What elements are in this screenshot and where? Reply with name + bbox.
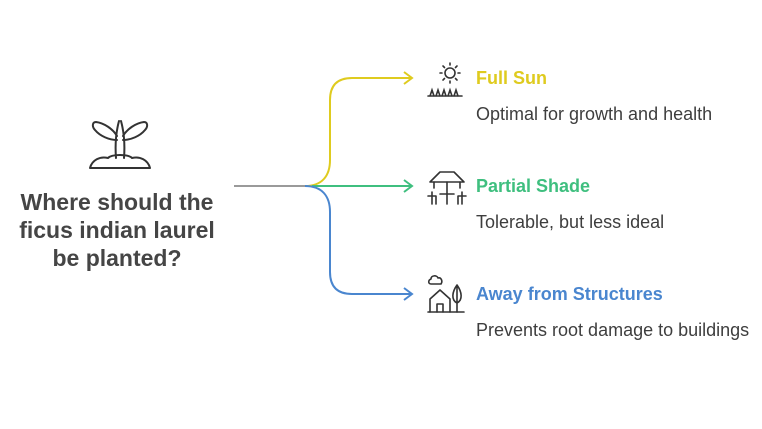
option-description-away-from-structures: Prevents root damage to buildings: [476, 320, 750, 340]
arrowhead-full-sun: [403, 71, 414, 85]
canopy-table-icon: [427, 171, 467, 205]
question-text: Where should the ficus indian laurel be …: [19, 189, 215, 271]
branch-away-from-structures: [304, 185, 412, 295]
option-title-full-sun: Full Sun: [476, 68, 547, 88]
option-title-away-from-structures: Away from Structures: [476, 284, 663, 304]
arrowhead-partial-shade: [403, 179, 414, 193]
house-tree-icon: [427, 275, 465, 313]
sprout-icon: [89, 120, 151, 169]
branch-full-sun: [304, 77, 412, 187]
option-description-full-sun: Optimal for growth and health: [476, 104, 713, 124]
option-description-partial-shade: Tolerable, but less ideal: [476, 212, 665, 232]
option-title-partial-shade: Partial Shade: [476, 176, 591, 196]
sun-grass-icon: [427, 62, 463, 97]
arrowhead-away-from-structures: [403, 287, 414, 301]
